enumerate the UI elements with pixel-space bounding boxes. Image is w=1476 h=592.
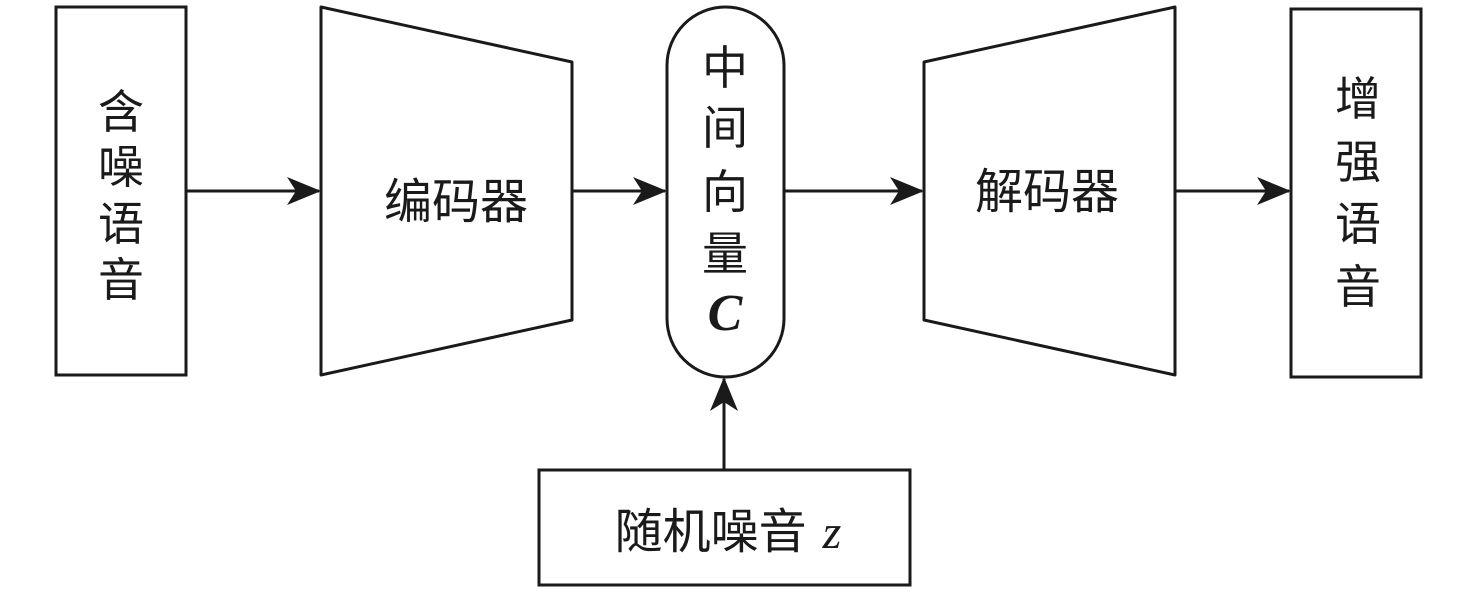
input-label-char-1: 含 bbox=[98, 85, 144, 139]
latent-label-char-2: 间 bbox=[702, 101, 748, 155]
noise-node-random-noise: 随机噪音 z bbox=[537, 468, 912, 587]
input-box bbox=[54, 5, 188, 377]
decoder-label: 解码器 bbox=[975, 164, 1119, 220]
decoder-trapezoid bbox=[922, 5, 1177, 377]
output-label-char-1: 增 bbox=[1335, 72, 1381, 126]
latent-label-char-3: 向 bbox=[702, 165, 748, 219]
output-node-enhanced-speech: 增 强 语 音 bbox=[1289, 7, 1423, 379]
latent-label-char-1: 中 bbox=[702, 41, 748, 95]
latent-symbol-c: C bbox=[708, 285, 744, 342]
output-label-char-4: 音 bbox=[1335, 260, 1381, 314]
input-label-char-3: 语 bbox=[98, 197, 144, 251]
output-label-char-3: 语 bbox=[1335, 197, 1381, 251]
noise-symbol-z: z bbox=[822, 506, 842, 559]
output-box bbox=[1289, 7, 1423, 379]
input-label-char-2: 噪 bbox=[98, 140, 144, 194]
input-label-char-4: 音 bbox=[98, 253, 144, 307]
encoder-trapezoid bbox=[319, 5, 574, 377]
encoder-label: 编码器 bbox=[384, 174, 528, 230]
noise-label-group: 随机噪音 z bbox=[615, 504, 842, 560]
latent-node-intermediate-vector: 中 间 向 量 C bbox=[665, 5, 786, 379]
output-label-char-2: 强 bbox=[1335, 135, 1381, 189]
noise-label: 随机噪音 bbox=[615, 504, 807, 560]
encoder-node: 编码器 bbox=[319, 5, 574, 377]
decoder-node: 解码器 bbox=[922, 5, 1177, 377]
latent-label-char-4: 量 bbox=[702, 227, 748, 281]
input-node-noisy-speech: 含 噪 语 音 bbox=[54, 5, 188, 377]
